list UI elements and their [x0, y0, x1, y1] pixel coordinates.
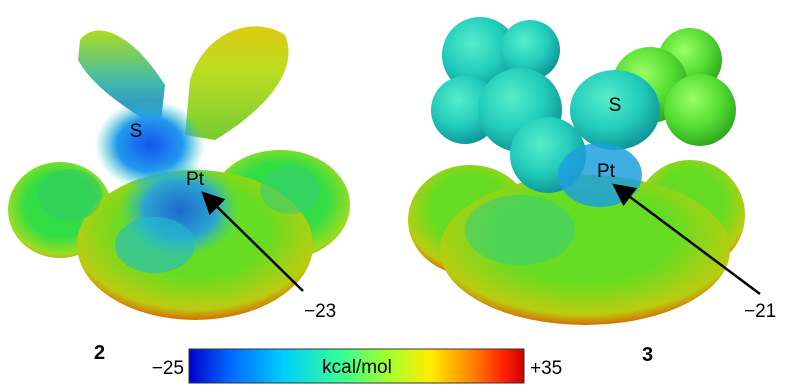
- molecule-2-surface: [8, 26, 350, 320]
- molecule-3-number: 3: [642, 344, 653, 366]
- colorbar-min-label: −25: [152, 358, 184, 379]
- molecule-2-number: 2: [94, 342, 105, 364]
- colorbar-gradient: [188, 348, 525, 384]
- colorbar: −25 +35 kcal/mol: [152, 348, 562, 384]
- colorbar-unit-label: kcal/mol: [322, 357, 392, 378]
- molecule-2-sulfur-label: S: [130, 121, 143, 142]
- colorbar-max-label: +35: [530, 358, 562, 379]
- molecule-2-platinum-label: Pt: [186, 169, 205, 190]
- molecule-3-pt-potential: −21: [744, 301, 776, 322]
- molecule-3-pt-arrow: [612, 183, 761, 296]
- molecule-3-platinum-label: Pt: [597, 161, 616, 182]
- molecule-3-sulfur-label: S: [609, 95, 622, 116]
- molecule-2-pt-potential: −23: [304, 301, 336, 322]
- molecule-2-pt-arrow: [201, 191, 304, 292]
- molecule-3-surface: [408, 17, 745, 325]
